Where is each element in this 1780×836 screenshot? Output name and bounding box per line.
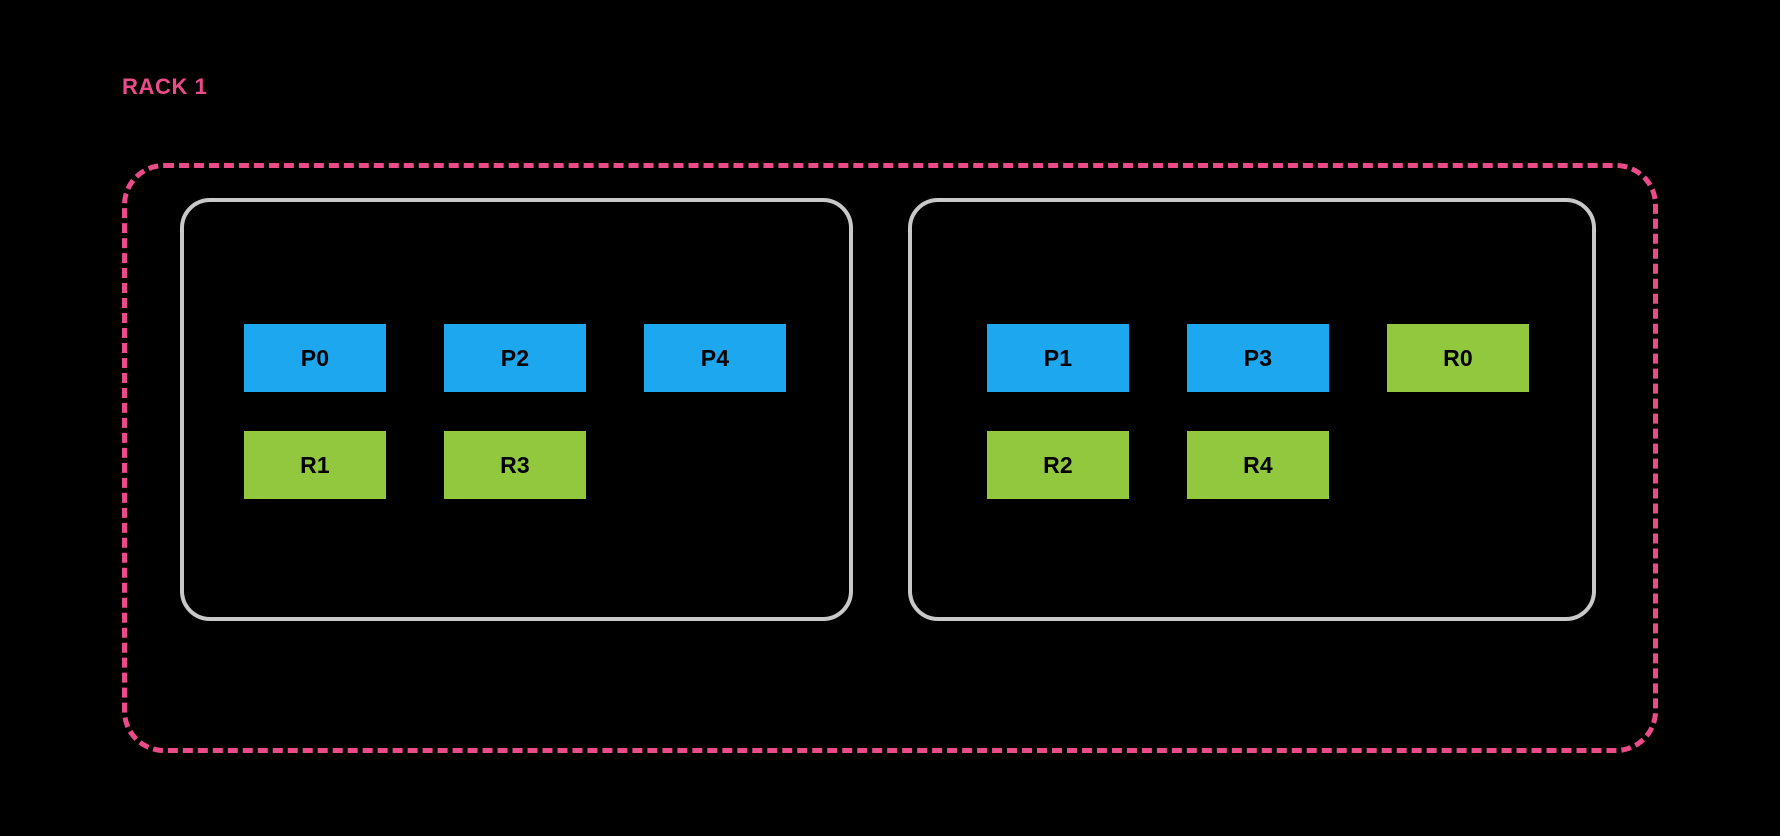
cell-p0[interactable]: P0 [244,324,386,392]
node-left-bottom-row: R1 R3 [244,431,586,499]
node-right-top-row: P1 P3 R0 [987,324,1529,392]
cell-r1[interactable]: R1 [244,431,386,499]
cell-p1[interactable]: P1 [987,324,1129,392]
node-left[interactable]: P0 P2 P4 R1 R3 [180,198,853,621]
node-left-top-row: P0 P2 P4 [244,324,786,392]
rack-label: RACK 1 [122,74,208,99]
cell-p2[interactable]: P2 [444,324,586,392]
cell-r2[interactable]: R2 [987,431,1129,499]
cell-p3[interactable]: P3 [1187,324,1329,392]
cell-r4[interactable]: R4 [1187,431,1329,499]
rack-boundary [122,163,1658,753]
cell-p4[interactable]: P4 [644,324,786,392]
node-right-bottom-row: R2 R4 [987,431,1329,499]
cell-r0[interactable]: R0 [1387,324,1529,392]
node-right[interactable]: P1 P3 R0 R2 R4 [908,198,1596,621]
cell-r3[interactable]: R3 [444,431,586,499]
